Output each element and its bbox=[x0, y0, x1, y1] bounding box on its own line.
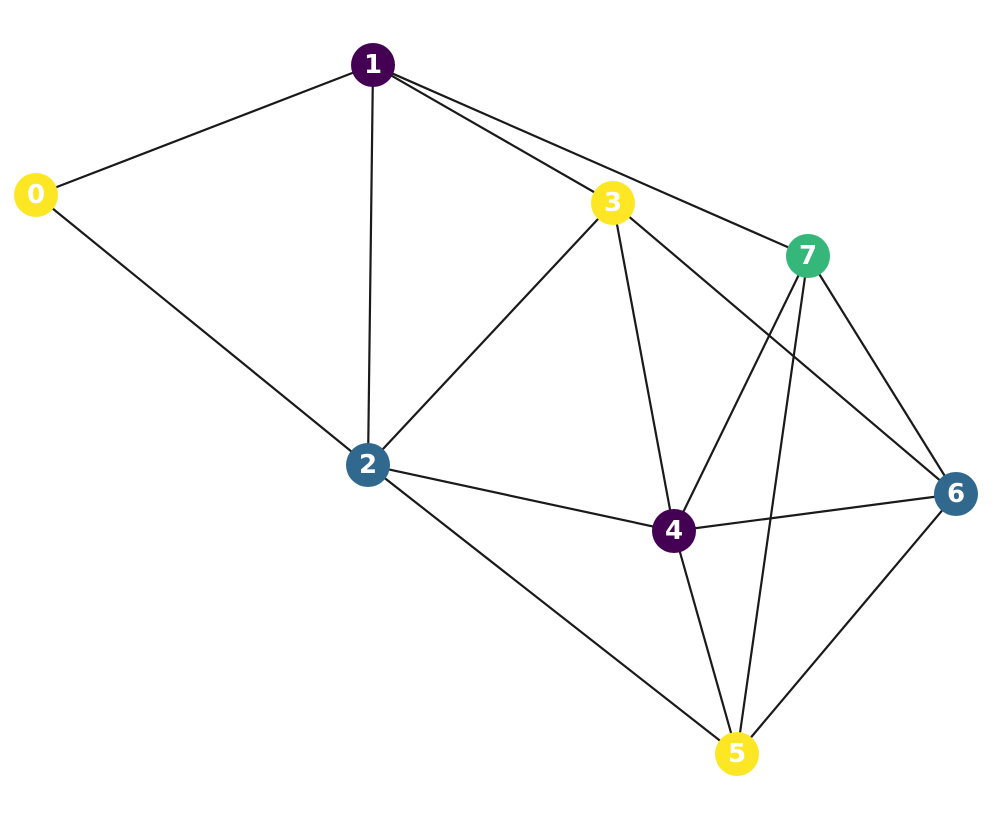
node-3: 3 bbox=[591, 181, 635, 225]
edge-4-5 bbox=[672, 530, 739, 755]
edge-1-3 bbox=[372, 64, 614, 204]
node-label-3: 3 bbox=[604, 188, 622, 218]
node-circle-2 bbox=[346, 443, 390, 487]
edge-4-7 bbox=[673, 255, 809, 532]
node-0: 0 bbox=[14, 173, 58, 217]
node-circle-1 bbox=[351, 43, 395, 87]
node-circle-4 bbox=[652, 509, 696, 553]
edge-0-1 bbox=[35, 63, 374, 197]
node-label-1: 1 bbox=[364, 50, 382, 80]
edge-2-4 bbox=[367, 463, 675, 533]
edge-1-7 bbox=[372, 63, 809, 258]
nodes-layer: 0 1 2 3 4 5 6 7 bbox=[14, 43, 978, 776]
edge-1-2 bbox=[366, 64, 375, 466]
node-circle-6 bbox=[934, 472, 978, 516]
node-label-6: 6 bbox=[947, 479, 965, 509]
node-1: 1 bbox=[351, 43, 395, 87]
edge-5-6 bbox=[736, 493, 957, 755]
node-label-4: 4 bbox=[665, 516, 683, 546]
edge-2-3 bbox=[367, 202, 614, 466]
edge-2-5 bbox=[367, 464, 738, 755]
node-circle-5 bbox=[715, 732, 759, 776]
node-5: 5 bbox=[715, 732, 759, 776]
edge-3-6 bbox=[612, 202, 957, 495]
node-label-7: 7 bbox=[799, 241, 817, 271]
edge-0-2 bbox=[35, 194, 369, 466]
node-6: 6 bbox=[934, 472, 978, 516]
node-circle-0 bbox=[14, 173, 58, 217]
node-4: 4 bbox=[652, 509, 696, 553]
edge-4-6 bbox=[673, 492, 957, 533]
edge-5-7 bbox=[735, 255, 810, 755]
edge-6-7 bbox=[807, 255, 957, 495]
node-7: 7 bbox=[786, 234, 830, 278]
node-label-5: 5 bbox=[728, 739, 746, 769]
node-circle-3 bbox=[591, 181, 635, 225]
node-label-2: 2 bbox=[359, 450, 377, 480]
node-circle-7 bbox=[786, 234, 830, 278]
edges-layer bbox=[35, 63, 957, 755]
node-2: 2 bbox=[346, 443, 390, 487]
node-label-0: 0 bbox=[27, 180, 45, 210]
edge-3-4 bbox=[611, 202, 676, 532]
